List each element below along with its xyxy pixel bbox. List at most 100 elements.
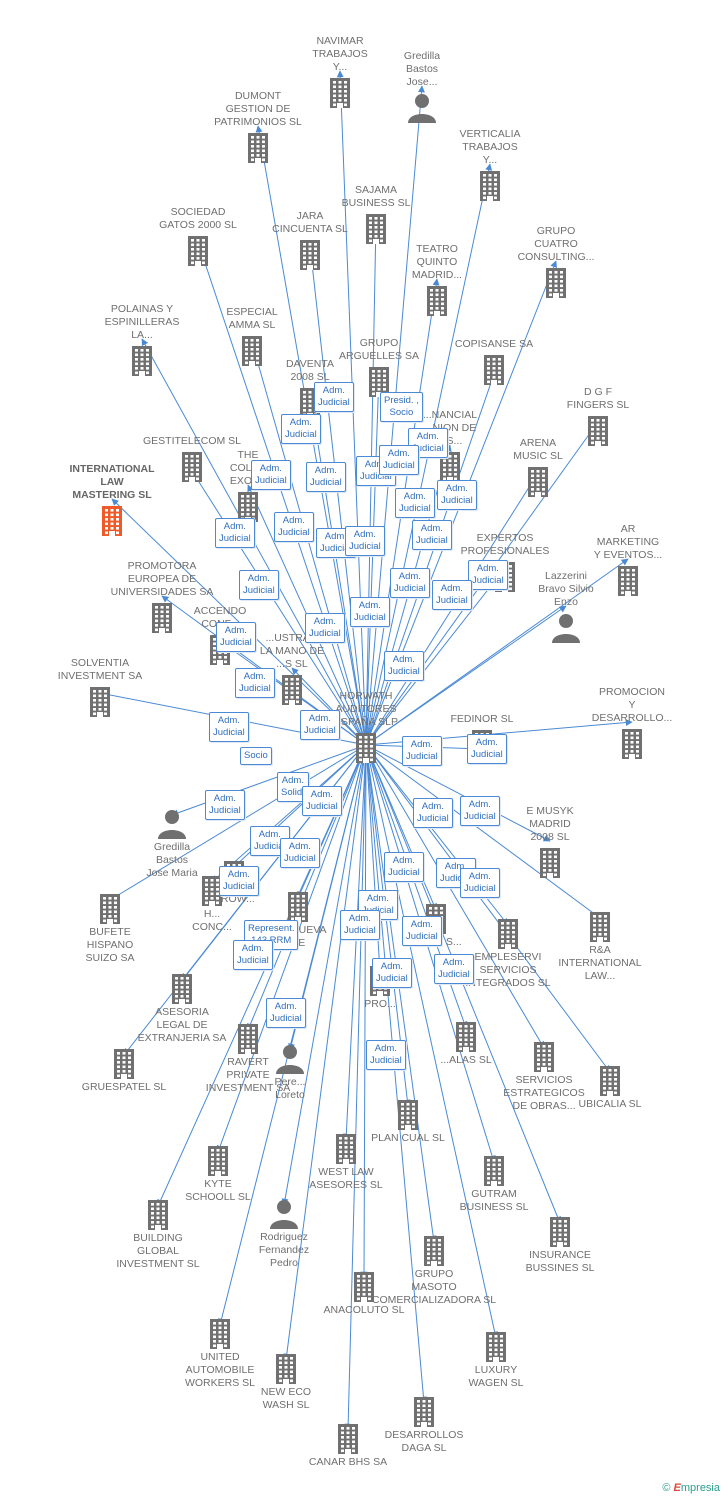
node-label: PROMOTORA EUROPEA DE UNIVERSIDADES SA — [110, 560, 214, 598]
node-pere[interactable]: Pere... Loreto — [225, 1040, 355, 1102]
node-label: PRO... — [364, 998, 396, 1010]
node-neweco[interactable]: NEW ECO WASH SL — [221, 1350, 351, 1412]
edge-especial — [250, 341, 367, 746]
node-insurance[interactable]: INSURANCE BUSSINES SL — [495, 1213, 625, 1275]
node-teatro[interactable]: TEATRO QUINTO MADRID... — [372, 243, 502, 318]
node-label: DAVENTA 2008 SL — [285, 358, 335, 383]
node-rya[interactable]: R&A INTERNATIONAL LAW... — [535, 908, 665, 983]
building-icon — [434, 450, 466, 482]
role-badge: Adm. Judicial — [274, 512, 314, 542]
node-dgf[interactable]: D G F FINGERS SL — [533, 386, 663, 448]
node-label: SOLVENTIA INVESTMENT SA — [57, 657, 143, 682]
role-badge: Adm. Judicial — [266, 998, 306, 1028]
node-gestitelecom[interactable]: GESTITELECOM SL — [127, 435, 257, 484]
building-icon — [480, 1330, 512, 1362]
node-solventia[interactable]: SOLVENTIA INVESTMENT SA — [35, 657, 165, 719]
node-sociedad[interactable]: SOCIEDAD GATOS 2000 SL — [133, 206, 263, 268]
building-icon — [294, 238, 326, 270]
node-label: DUMONT GESTION DE PATRIMONIOS SL — [214, 90, 302, 128]
node-empleservi[interactable]: EMPLESERVI SERVICIOS INTEGRADOS SL — [443, 915, 573, 990]
node-alas[interactable]: ...ALAS SL — [401, 1018, 531, 1067]
node-dumont[interactable]: DUMONT GESTION DE PATRIMONIOS SL — [193, 90, 323, 165]
node-emusyk[interactable]: E MUSYK MADRID 2008 SL — [485, 805, 615, 880]
node-jara[interactable]: JARA CINCUENTA SL — [245, 210, 375, 272]
node-daventa[interactable]: DAVENTA 2008 SL — [245, 358, 375, 420]
edge-rodriguez — [281, 744, 367, 1206]
node-label: ...ALAS SL — [440, 1054, 492, 1066]
node-copisanse[interactable]: COPISANSE SA — [429, 338, 559, 387]
edge-armarketing — [365, 558, 629, 746]
role-badge: Adm. Judicial — [345, 526, 385, 556]
node-financial[interactable]: ...NANCIAL ...NION DE ...S... — [385, 409, 515, 484]
edge-building — [157, 744, 367, 1207]
node-masoto[interactable]: GRUPO MASOTO COMERCIALIZADORA SL — [369, 1232, 499, 1307]
node-gredilla2[interactable]: Gredilla Bastos Jose Maria — [107, 805, 237, 880]
edge-canar — [344, 744, 367, 1431]
node-navimar[interactable]: NAVIMAR TRABAJOS Y... — [275, 35, 405, 110]
node-building[interactable]: BUILDING GLOBAL INVESTMENT SL — [93, 1196, 223, 1271]
node-hconc[interactable]: H... CONC... — [147, 872, 277, 934]
edge-westlaw — [342, 744, 367, 1141]
node-label: INTERNATIONAL LAW MASTERING SL — [69, 463, 155, 501]
role-badge: Adm. Judicial — [350, 597, 390, 627]
node-united[interactable]: UNITED AUTOMOBILE WORKERS SL — [155, 1315, 285, 1390]
building-icon — [350, 731, 382, 763]
building-icon — [96, 504, 128, 536]
node-sajama[interactable]: SAJAMA BUSINESS SL — [311, 184, 441, 246]
edge-hconc — [211, 744, 367, 883]
node-verticalia[interactable]: VERTICALIA TRABAJOS Y... — [425, 128, 555, 203]
node-gruespatel[interactable]: GRUESPATEL SL — [59, 1045, 189, 1094]
node-arena[interactable]: ARENA MUSIC SL — [473, 437, 603, 499]
node-plancual[interactable]: PLAN CUAL SL — [343, 1096, 473, 1145]
role-badge: Adm. Judicial — [384, 651, 424, 681]
building-icon — [324, 76, 356, 108]
role-badge: Adm. Judicial — [437, 480, 477, 510]
node-promocion[interactable]: PROMOCION Y DESARROLLO... — [567, 686, 697, 761]
node-gutram[interactable]: GUTRAM BUSINESS SL — [429, 1152, 559, 1214]
node-horwath[interactable]: HORWATH AUDITORES ESPAÑA SLP — [301, 690, 431, 765]
building-icon — [534, 846, 566, 878]
role-badge: Adm. Judicial — [372, 958, 412, 988]
edge-emusyk — [365, 744, 551, 842]
node-label: ESPECIAL AMMA SL — [226, 306, 278, 331]
node-label: WEST LAW ASESORES SL — [309, 1166, 383, 1191]
node-ravert[interactable]: RAVERT PRIVATE INVESTMENT SA — [183, 1020, 313, 1095]
edge-copisanse — [365, 373, 496, 746]
node-grupocuatro[interactable]: GRUPO CUATRO CONSULTING... — [491, 225, 621, 300]
role-badge: Adm. Judicial — [219, 866, 259, 896]
role-badge: Adm. Judicial — [302, 786, 342, 816]
role-badge: Adm. Judicial — [233, 940, 273, 970]
node-luxury[interactable]: LUXURY WAGEN SL — [431, 1328, 561, 1390]
node-rodriguez[interactable]: Rodriguez Fernandez Pedro — [219, 1195, 349, 1270]
node-especial[interactable]: ESPECIAL AMMA SL — [187, 306, 317, 368]
building-icon — [242, 131, 274, 163]
node-label: SAJAMA BUSINESS SL — [341, 184, 411, 209]
node-label: CROW... — [213, 893, 255, 905]
role-badge: Adm. Judicial — [390, 568, 430, 598]
node-serviciosestrat[interactable]: SERVICIOS ESTRATEGICOS DE OBRAS... — [479, 1038, 609, 1113]
role-badge: Adm. Judicial — [235, 668, 275, 698]
building-icon — [176, 450, 208, 482]
edge-gutram — [365, 744, 496, 1163]
node-gredilla1[interactable]: Gredilla Bastos Jose... — [357, 50, 487, 125]
node-ilms[interactable]: INTERNATIONAL LAW MASTERING SL — [47, 463, 177, 538]
node-anacoluto[interactable]: ANACOLUTO SL — [299, 1268, 429, 1317]
building-icon — [146, 601, 178, 633]
node-polainas[interactable]: POLAINAS Y ESPINILLERAS LA... — [77, 303, 207, 378]
role-badge: Adm. Judicial — [251, 460, 291, 490]
node-lazzerini[interactable]: Lazzerini Bravo Silvio Enzo — [501, 570, 631, 645]
node-armarketing[interactable]: AR MARKETING Y EVENTOS... — [563, 523, 693, 598]
node-westlaw[interactable]: WEST LAW ASESORES SL — [281, 1130, 411, 1192]
node-label: EXPERTOS PROFESIONALES — [460, 532, 550, 557]
building-icon — [282, 890, 314, 922]
node-canar[interactable]: CANAR BHS SA — [283, 1420, 413, 1469]
node-label: DESARROLLOS DAGA SL — [384, 1429, 464, 1454]
node-desarrollos[interactable]: DESARROLLOS DAGA SL — [359, 1393, 489, 1455]
node-arguelles[interactable]: GRUPO ARGUELLES SA — [314, 337, 444, 399]
node-kyte[interactable]: KYTE SCHOOLL SL — [153, 1142, 283, 1204]
node-ubicalia[interactable]: UBICALIA SL — [545, 1062, 675, 1111]
node-asesoria[interactable]: ASESORIA LEGAL DE EXTRANJERIA SA — [117, 970, 247, 1045]
node-promotora[interactable]: PROMOTORA EUROPEA DE UNIVERSIDADES SA — [97, 560, 227, 635]
node-bufete[interactable]: BUFETE HISPANO SUIZO SA — [45, 890, 175, 965]
